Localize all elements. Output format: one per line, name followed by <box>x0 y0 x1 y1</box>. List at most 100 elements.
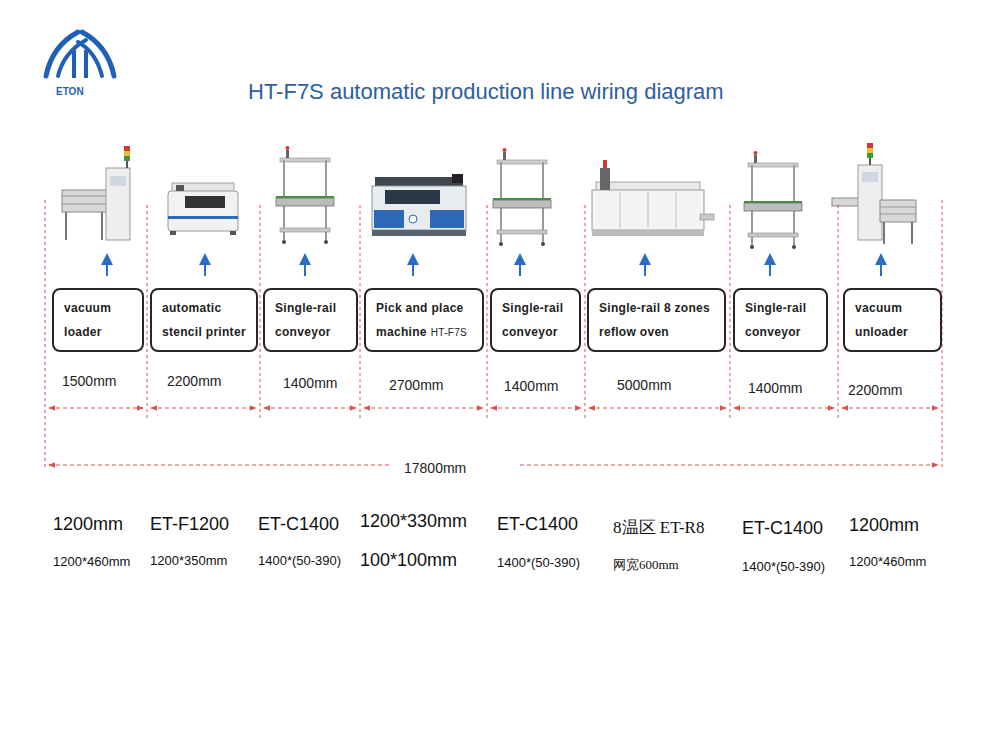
box-text: Pick and place machineHT-F7S <box>376 296 472 345</box>
box-label: Single-rail conveyor <box>745 301 806 339</box>
unloader-picture <box>867 148 873 153</box>
dimension-lines <box>364 407 483 408</box>
loader-picture <box>106 168 130 240</box>
printer-picture <box>168 191 238 231</box>
loader-picture <box>62 196 108 197</box>
size-spec: 1400*(50-390) <box>742 559 825 574</box>
dimension-lines <box>49 407 143 408</box>
pointer-arrows <box>106 259 108 276</box>
eton-logo <box>84 50 88 78</box>
dimension-guides <box>360 205 361 420</box>
loader-picture <box>101 212 103 240</box>
dimension-guides <box>585 205 586 420</box>
pointer-arrows <box>412 259 414 276</box>
dimension-lines <box>49 408 938 465</box>
box-text: Single-rail 8 zones reflow oven <box>599 296 714 344</box>
unloader-picture <box>867 143 873 148</box>
process-box: Single-rail 8 zones reflow oven <box>587 288 726 352</box>
dimension: 2700mm <box>389 377 443 393</box>
pick-place-picture <box>372 186 466 230</box>
reflow-oven-picture <box>700 214 714 220</box>
loader-picture <box>124 156 130 161</box>
dimension-guides <box>260 205 261 420</box>
pointer-arrows <box>304 259 306 276</box>
eton-logo <box>72 50 76 78</box>
dimension: 1400mm <box>283 375 337 391</box>
conveyor-picture <box>493 148 551 246</box>
pointer-arrows <box>769 259 771 276</box>
dimension-lines <box>520 464 938 465</box>
size-spec: 1200*460mm <box>849 554 926 569</box>
unloader-picture <box>883 222 885 244</box>
dimension-guides <box>45 200 942 470</box>
process-box: vacuum loader <box>52 288 144 352</box>
printer-picture <box>168 183 238 235</box>
pick-place-picture <box>409 215 417 223</box>
logo-text: ETON <box>56 86 84 97</box>
reflow-oven-picture <box>676 192 677 228</box>
unloader-picture <box>862 172 878 182</box>
reflow-oven-picture <box>592 230 704 236</box>
size-spec: 1200*460mm <box>53 554 130 569</box>
process-box: Single-rail conveyor <box>733 288 828 352</box>
model-spec: ET-C1400 <box>497 514 578 535</box>
dimension-lines <box>49 464 390 465</box>
pointer-arrows <box>880 259 882 276</box>
size-spec: 100*100mm <box>360 550 457 571</box>
pick-place-picture <box>374 210 404 228</box>
pick-place-picture <box>452 174 463 183</box>
model-spec: 1200mm <box>53 514 123 535</box>
dimension-lines <box>491 407 581 408</box>
box-text: Single-rail conveyor <box>502 296 569 344</box>
loader-picture <box>62 204 108 205</box>
model-spec: ET-C1400 <box>258 514 339 535</box>
dimension-guides <box>147 205 148 420</box>
box-text: vacuum unloader <box>855 296 930 344</box>
eton-logo <box>78 42 102 76</box>
dimension: 2200mm <box>848 382 902 398</box>
process-box: Single-rail conveyor <box>263 288 358 352</box>
dimension-lines <box>264 407 356 408</box>
model-spec: ET-C1400 <box>742 518 823 539</box>
printer-picture <box>168 216 238 219</box>
size-spec: 网宽600mm <box>613 556 679 574</box>
diagram-title: HT-F7S automatic production line wiring … <box>248 79 724 105</box>
dimension: 2200mm <box>167 373 221 389</box>
loader-picture <box>110 176 126 186</box>
printer-picture <box>185 196 225 208</box>
dimension: 5000mm <box>617 377 671 393</box>
reflow-oven-picture <box>592 190 704 230</box>
process-box: automatic stencil printer <box>150 288 258 352</box>
box-text: automatic stencil printer <box>162 296 246 344</box>
model-spec: 8温区 ET-R8 <box>613 516 704 539</box>
dimension-lines <box>734 407 834 408</box>
model-spec: ET-F1200 <box>150 514 229 535</box>
dimension-guides <box>487 205 488 420</box>
box-text: Single-rail conveyor <box>275 296 346 344</box>
dimension: 1500mm <box>62 373 116 389</box>
unloader-picture <box>880 207 916 208</box>
unloader-picture <box>911 222 913 244</box>
dimension-lines <box>589 407 726 408</box>
pick-place-picture <box>430 210 464 228</box>
model-spec: 1200*330mm <box>360 511 467 532</box>
unloader-picture <box>880 200 916 222</box>
conveyor-picture <box>744 151 802 249</box>
box-text: vacuum loader <box>64 296 132 344</box>
dimension-guides <box>730 205 731 420</box>
size-spec: 1200*350mm <box>150 553 227 568</box>
unloader-picture <box>858 165 882 240</box>
box-label: automatic stencil printer <box>162 301 246 339</box>
total-length: 17800mm <box>404 460 466 476</box>
box-label: Single-rail conveyor <box>275 301 336 339</box>
pick-place-picture <box>372 174 466 236</box>
size-spec: 1400*(50-390) <box>497 555 580 570</box>
box-label: vacuum unloader <box>855 301 908 339</box>
printer-picture <box>230 231 236 235</box>
box-label: Single-rail conveyor <box>502 301 563 339</box>
box-label: vacuum loader <box>64 301 111 339</box>
box-label: Single-rail 8 zones reflow oven <box>599 301 710 339</box>
reflow-oven-picture <box>620 192 621 228</box>
